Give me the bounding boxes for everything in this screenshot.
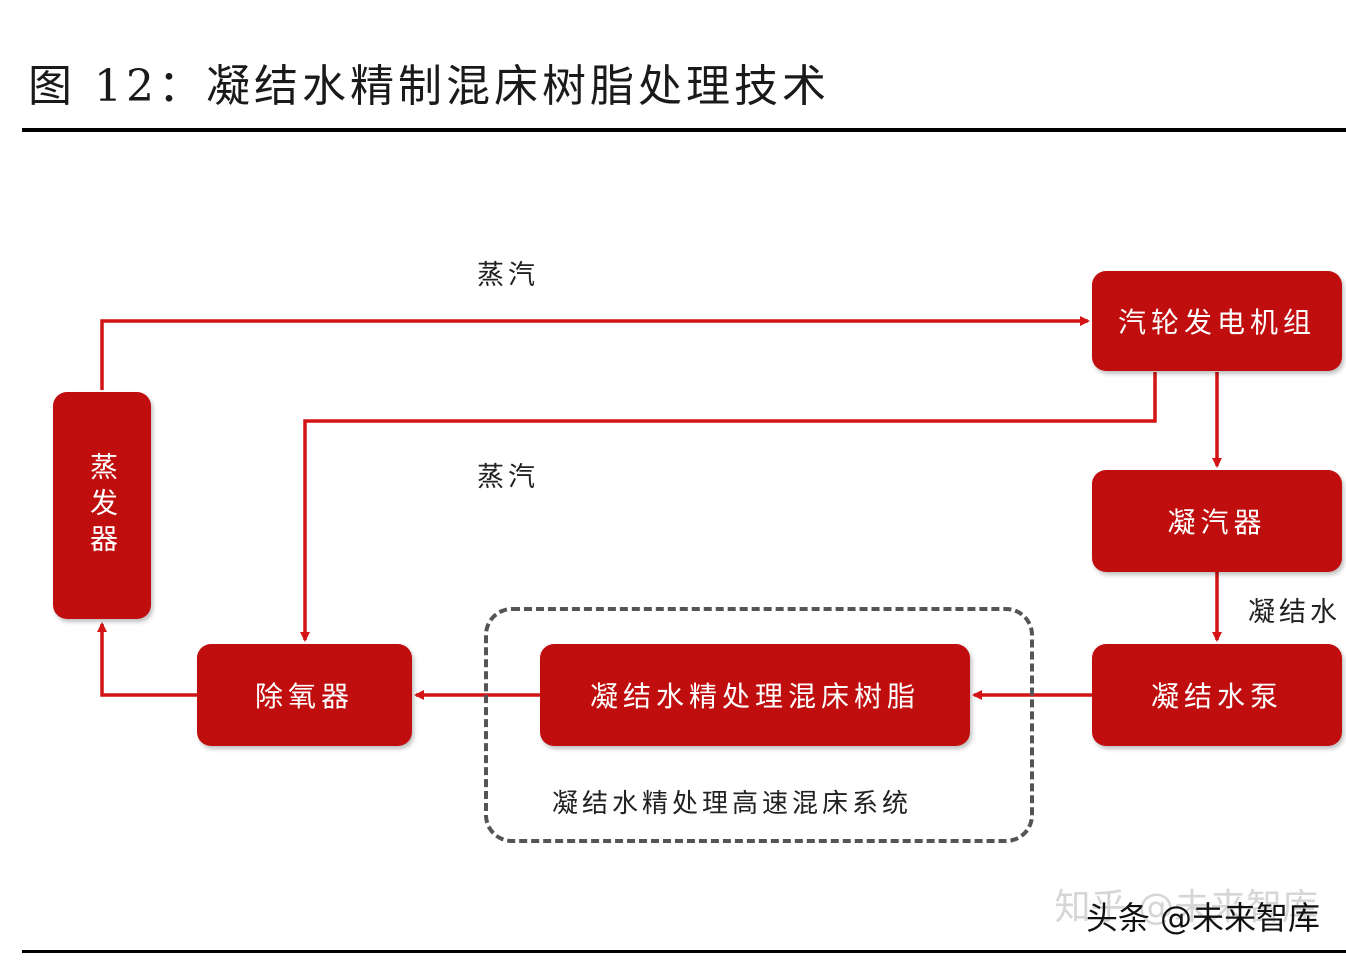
title-divider (22, 128, 1346, 132)
resin-node: 凝结水精处理混床树脂 (540, 644, 970, 746)
watermark-zhihu: 知乎 @未来智库 (1054, 887, 1318, 928)
steam-label-top: 蒸汽 (477, 260, 539, 291)
evaporator-node: 蒸发器 (53, 392, 151, 619)
watermark-toutiao: 头条 @未来智库 (1085, 899, 1320, 937)
arrow-deaerator-to-evaporator (97, 622, 197, 697)
bottom-divider (22, 950, 1346, 953)
figure-title: 图 12：凝结水精制混床树脂处理技术 (28, 61, 830, 112)
arrow-turbine-to-deaerator (300, 372, 1157, 642)
turbine-generator-node: 汽轮发电机组 (1092, 271, 1342, 371)
arrow-evaporator-to-turbine (100, 316, 1090, 390)
high-speed-mixed-bed-system-frame (484, 607, 1034, 843)
system-label: 凝结水精处理高速混床系统 (552, 789, 913, 819)
deaerator-node: 除氧器 (197, 644, 412, 746)
condensate-label: 凝结水 (1248, 597, 1341, 628)
condensate-pump-node: 凝结水泵 (1092, 644, 1342, 746)
condenser-node: 凝汽器 (1092, 470, 1342, 572)
steam-label-middle: 蒸汽 (477, 462, 539, 493)
